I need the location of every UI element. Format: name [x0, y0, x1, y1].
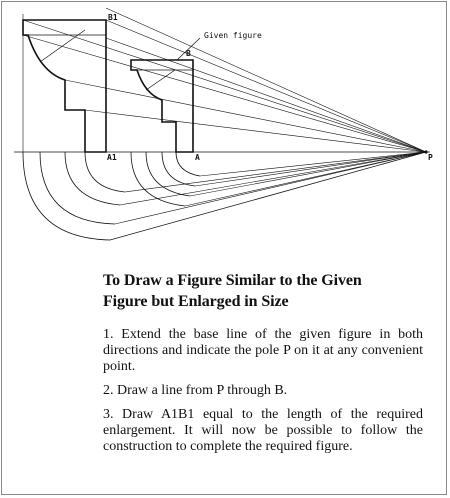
given-figure	[130, 59, 194, 153]
pole-point	[424, 150, 428, 154]
construction-arcs	[22, 151, 427, 241]
given-diagonal	[145, 69, 176, 91]
heading-line-1: To Draw a Figure Similar to the Given	[103, 272, 362, 289]
label-b1: B1	[108, 13, 118, 22]
instructions-heading: To Draw a Figure Similar to the Given Fi…	[103, 270, 423, 312]
given-figure-leader	[176, 37, 201, 61]
construction-diagram: B1 B A1 A P Given figure	[14, 7, 433, 241]
label-p: P	[428, 153, 433, 162]
label-a1: A1	[107, 153, 117, 162]
step-2: 2. Draw a line from P through B.	[103, 383, 288, 398]
label-b: B	[186, 49, 191, 58]
label-given-figure: Given figure	[204, 31, 262, 40]
projection-rays	[22, 7, 427, 153]
enlarged-diagonal	[39, 29, 86, 63]
label-a: A	[195, 153, 200, 162]
heading-line-2: Figure but Enlarged in Size	[103, 293, 289, 310]
instructions: To Draw a Figure Similar to the Given Fi…	[103, 270, 423, 463]
arc-rays	[114, 151, 427, 225]
step-1: 1. Extend the base line of the given fig…	[103, 327, 423, 374]
step-3: 3. Draw A1B1 equal to the length of the …	[103, 407, 423, 454]
